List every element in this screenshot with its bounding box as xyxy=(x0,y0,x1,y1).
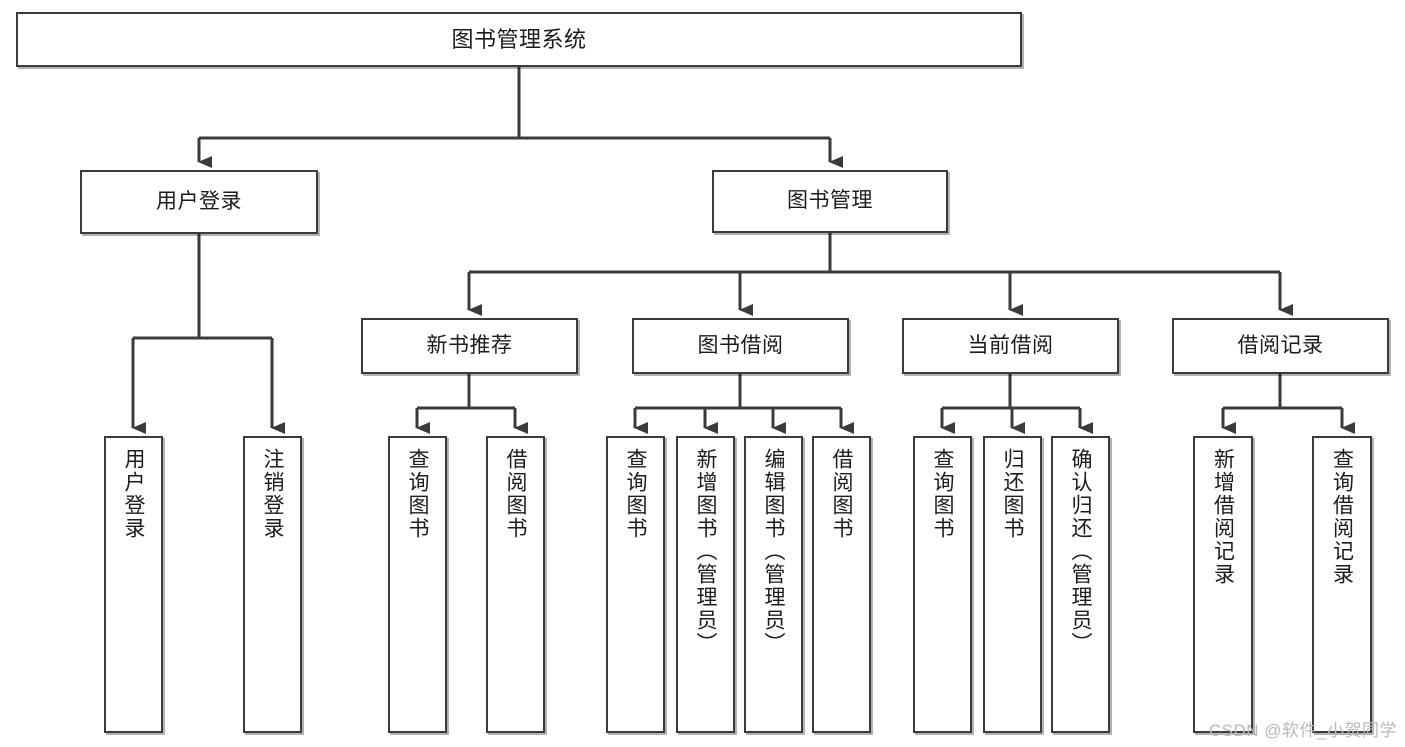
node-leaf-query-book-borrow-label: 查询图书 xyxy=(624,448,647,540)
node-leaf-confirm-return-admin-label: 确认归还（管理员） xyxy=(1069,448,1092,655)
node-leaf-query-book-recommend[interactable]: 查询图书 xyxy=(388,436,447,733)
node-leaf-borrow-book[interactable]: 借阅图书 xyxy=(812,436,871,733)
node-leaf-borrow-book-recommend-label: 借阅图书 xyxy=(504,448,527,540)
node-leaf-user-login-label: 用户登录 xyxy=(122,448,145,540)
node-leaf-confirm-return-admin[interactable]: 确认归还（管理员） xyxy=(1051,436,1110,733)
node-leaf-add-book-admin-label: 新增图书（管理员） xyxy=(694,448,717,655)
node-book-manage[interactable]: 图书管理 xyxy=(712,170,948,233)
node-current-borrow-label: 当前借阅 xyxy=(967,333,1054,357)
watermark: CSDN @软件_小贺同学 xyxy=(1208,721,1397,740)
node-leaf-borrow-book-label: 借阅图书 xyxy=(830,448,853,540)
node-leaf-borrow-book-recommend[interactable]: 借阅图书 xyxy=(486,436,545,733)
node-leaf-add-book-admin[interactable]: 新增图书（管理员） xyxy=(676,436,735,733)
node-leaf-user-logout-label: 注销登录 xyxy=(261,448,284,540)
node-book-borrow-label: 图书借阅 xyxy=(697,333,784,357)
node-borrow-record-label: 借阅记录 xyxy=(1237,333,1324,357)
node-root-label: 图书管理系统 xyxy=(451,26,587,52)
node-current-borrow[interactable]: 当前借阅 xyxy=(902,318,1119,374)
node-leaf-return-book[interactable]: 归还图书 xyxy=(983,436,1042,733)
node-new-book-recommend[interactable]: 新书推荐 xyxy=(361,318,578,374)
node-user-login[interactable]: 用户登录 xyxy=(80,170,318,234)
node-leaf-return-book-label: 归还图书 xyxy=(1001,448,1024,540)
node-leaf-query-borrow-record[interactable]: 查询借阅记录 xyxy=(1312,436,1372,733)
node-leaf-edit-book-admin[interactable]: 编辑图书（管理员） xyxy=(744,436,803,733)
node-new-book-recommend-label: 新书推荐 xyxy=(426,333,513,357)
node-user-login-label: 用户登录 xyxy=(156,189,242,213)
node-leaf-query-book-borrow[interactable]: 查询图书 xyxy=(606,436,665,733)
node-leaf-query-book-recommend-label: 查询图书 xyxy=(406,448,429,540)
node-leaf-add-borrow-record[interactable]: 新增借阅记录 xyxy=(1193,436,1253,733)
node-borrow-record[interactable]: 借阅记录 xyxy=(1172,318,1389,374)
node-book-manage-label: 图书管理 xyxy=(787,189,873,213)
node-leaf-edit-book-admin-label: 编辑图书（管理员） xyxy=(762,448,785,655)
node-book-borrow[interactable]: 图书借阅 xyxy=(632,318,849,374)
node-leaf-query-book-current-label: 查询图书 xyxy=(931,448,954,540)
node-leaf-add-borrow-record-label: 新增借阅记录 xyxy=(1211,448,1235,586)
node-leaf-query-book-current[interactable]: 查询图书 xyxy=(913,436,972,733)
node-leaf-user-login[interactable]: 用户登录 xyxy=(104,436,163,733)
node-root[interactable]: 图书管理系统 xyxy=(16,12,1022,67)
node-leaf-user-logout[interactable]: 注销登录 xyxy=(243,436,302,733)
node-leaf-query-borrow-record-label: 查询借阅记录 xyxy=(1330,448,1354,586)
